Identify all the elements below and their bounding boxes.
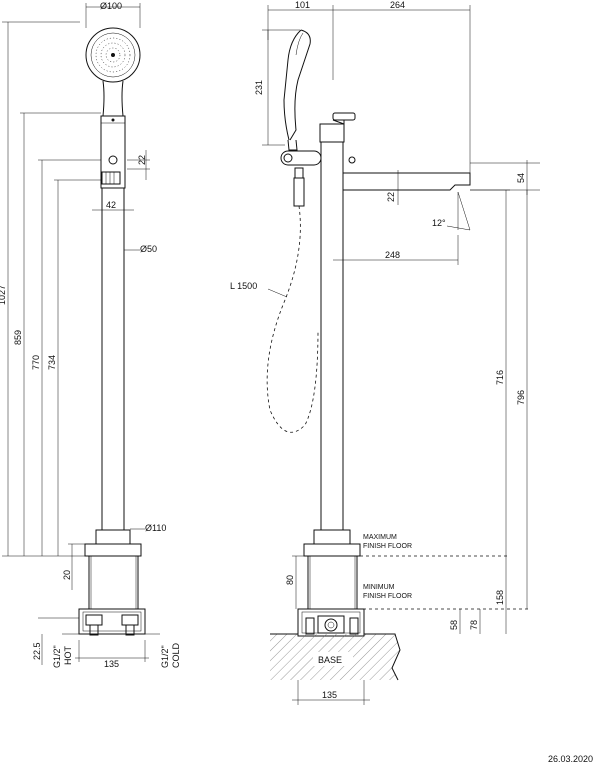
dim-side-22: 22 (137, 155, 147, 165)
dim-width-101: 101 (295, 0, 310, 10)
dim-158: 158 (495, 590, 505, 605)
dim-716: 716 (495, 370, 505, 385)
dim-770: 770 (31, 355, 41, 370)
min-floor-label-2: FINISH FLOOR (363, 593, 412, 600)
side-spout (343, 172, 471, 191)
front-mixer-body (100, 115, 126, 189)
dim-base-diameter: Ø110 (145, 523, 166, 533)
dim-front-base-135: 135 (104, 659, 119, 669)
min-floor-label-1: MINIMUM (363, 584, 395, 591)
dim-spout-264: 264 (390, 0, 405, 10)
side-mixer-body (319, 123, 345, 143)
dim-859: 859 (13, 330, 23, 345)
dim-734: 734 (47, 355, 57, 370)
hose-length-label: L 1500 (230, 281, 257, 291)
dim-handshower-231: 231 (254, 80, 264, 95)
dim-angle-12: 12° (432, 218, 446, 228)
cold-label-2: COLD (171, 642, 181, 668)
dim-22-5: 22.5 (32, 642, 42, 660)
drawing-date: 26.03.2020 (548, 754, 593, 764)
side-hose (266, 205, 319, 433)
hot-label-2: HOT (63, 646, 73, 666)
dim-58: 58 (449, 620, 459, 630)
hot-label-1: G1/2" (52, 645, 62, 668)
dim-796: 796 (516, 390, 526, 405)
side-view: 101 264 231 22 (230, 0, 540, 705)
dim-body-42: 42 (106, 200, 116, 210)
dim-tube-diameter: Ø50 (140, 244, 157, 254)
front-column (101, 187, 125, 531)
dim-front-22: 22 (386, 192, 396, 202)
max-floor-label-2: FINISH FLOOR (363, 543, 412, 550)
dim-78: 78 (469, 620, 479, 630)
front-shower-head (85, 27, 141, 117)
base-label: BASE (318, 655, 342, 665)
cold-label-1: G1/2" (160, 645, 170, 668)
dim-80: 80 (285, 575, 295, 585)
dim-head-diameter: Ø100 (100, 1, 122, 11)
side-handshower (283, 29, 311, 151)
dim-spout-54: 54 (516, 173, 526, 183)
dim-side-base-135: 135 (322, 690, 337, 700)
side-column (320, 141, 344, 531)
front-view: Ø100 1027 859 770 (0, 1, 181, 669)
dim-reach-248: 248 (385, 250, 400, 260)
dim-20: 20 (62, 570, 72, 580)
dim-total-1027: 1027 (0, 285, 7, 305)
max-floor-label-1: MAXIMUM (363, 534, 397, 541)
